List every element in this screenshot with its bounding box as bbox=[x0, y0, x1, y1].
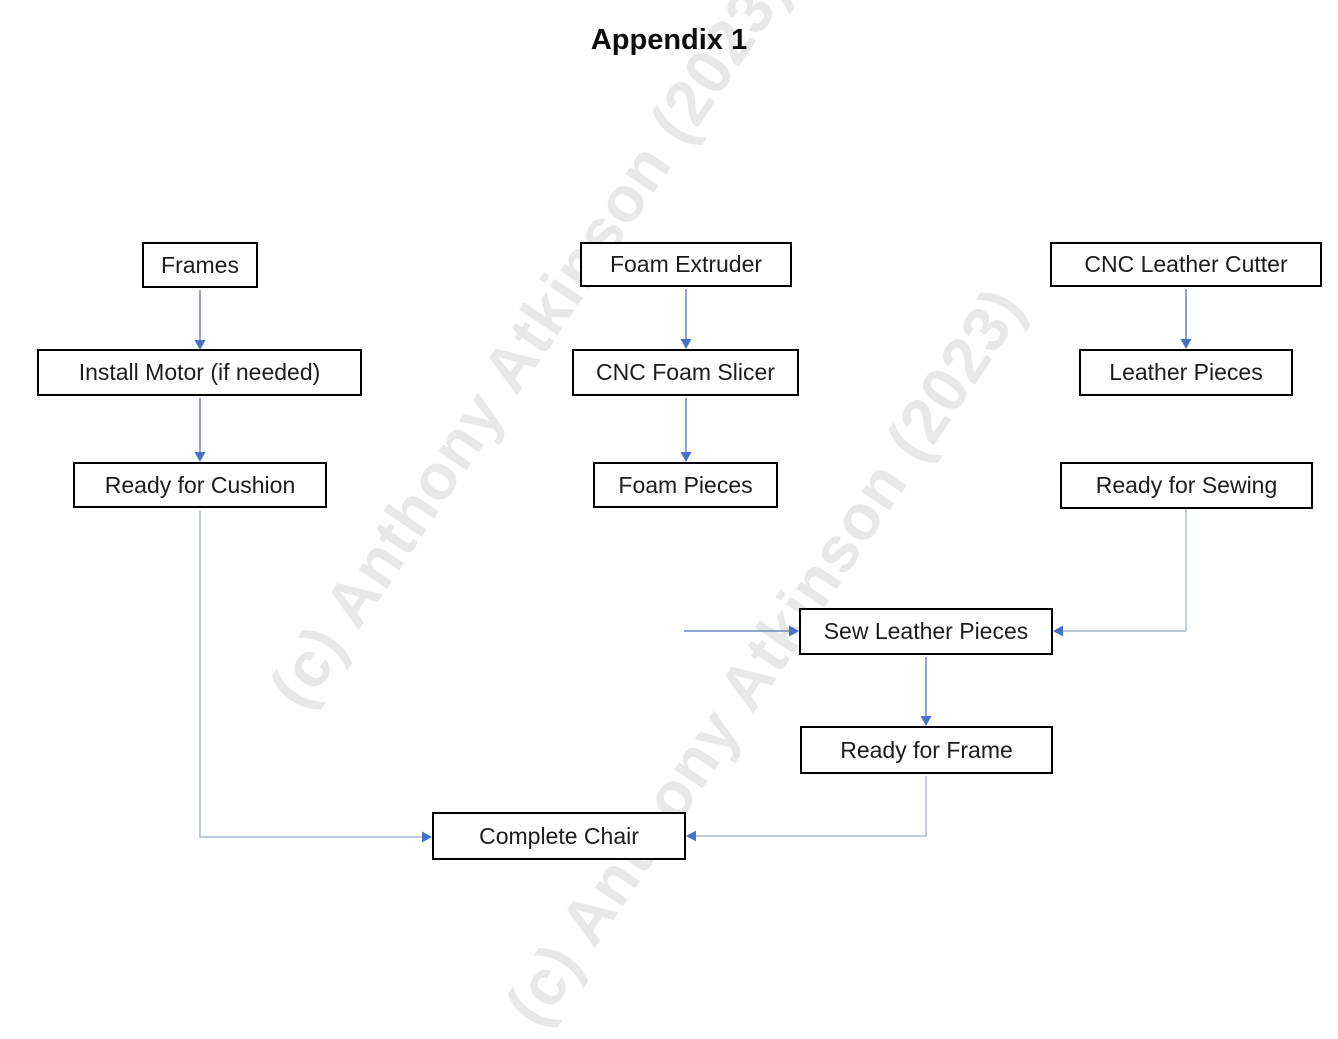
arrowhead-right bbox=[789, 625, 799, 637]
node-complete-chair: Complete Chair bbox=[432, 812, 686, 860]
arrowhead-left bbox=[1053, 625, 1063, 637]
node-foam-extruder: Foam Extruder bbox=[580, 242, 792, 287]
arrowhead-down bbox=[1180, 339, 1192, 349]
arrowhead-down bbox=[194, 340, 206, 350]
node-cnc-foam-slicer: CNC Foam Slicer bbox=[572, 349, 799, 396]
arrowhead-down bbox=[680, 452, 692, 462]
arrowhead-down bbox=[194, 452, 206, 462]
node-cnc-leather-cutter: CNC Leather Cutter bbox=[1050, 242, 1322, 287]
flowchart-connectors bbox=[194, 289, 1192, 843]
node-ready-for-sewing: Ready for Sewing bbox=[1060, 462, 1313, 509]
node-sew-leather-pieces: Sew Leather Pieces bbox=[799, 608, 1053, 655]
node-foam-pieces: Foam Pieces bbox=[593, 462, 778, 508]
node-ready-for-frame: Ready for Frame bbox=[800, 726, 1053, 774]
arrowhead-left bbox=[686, 830, 696, 842]
node-install-motor: Install Motor (if needed) bbox=[37, 349, 362, 396]
arrow-ready-cushion-to-complete-chair bbox=[199, 510, 423, 838]
arrowheads bbox=[194, 339, 1192, 843]
node-frames: Frames bbox=[142, 242, 258, 288]
arrowhead-down bbox=[680, 339, 692, 349]
arrowhead-right bbox=[422, 831, 432, 843]
node-ready-for-cushion: Ready for Cushion bbox=[73, 462, 327, 508]
arrow-ready-frame-to-complete-chair bbox=[695, 776, 927, 837]
connector-lines bbox=[199, 289, 1187, 717]
arrow-ready-sewing-to-sew-leather bbox=[1062, 509, 1187, 632]
arrowhead-down bbox=[920, 716, 932, 726]
connector-elbow-lines bbox=[199, 509, 1187, 838]
page-title: Appendix 1 bbox=[590, 24, 748, 56]
node-leather-pieces: Leather Pieces bbox=[1079, 349, 1293, 396]
